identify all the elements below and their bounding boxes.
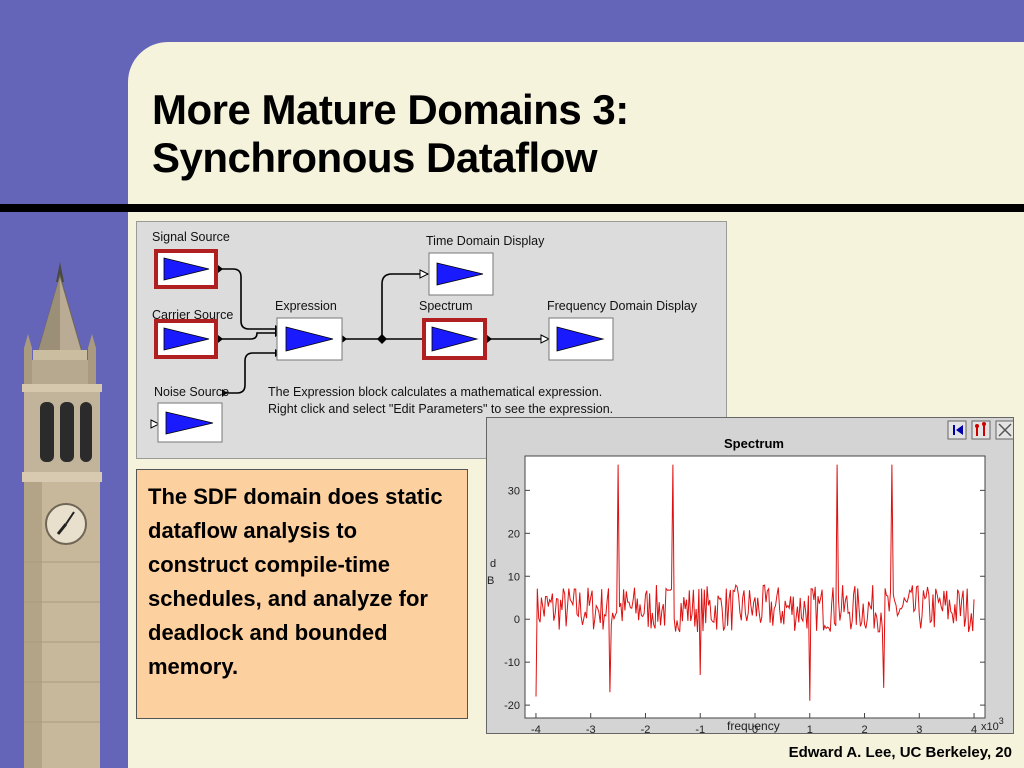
fill-plot-button[interactable] — [971, 420, 991, 440]
spectrum-actor[interactable] — [422, 318, 487, 360]
x-tick-label: 3 — [916, 724, 922, 733]
explanation-box: The SDF domain does static dataflow anal… — [136, 469, 468, 719]
title-line-1: More Mature Domains 3: — [152, 86, 629, 133]
y-axis-label-d: d — [490, 558, 496, 570]
time-domain-display-actor[interactable] — [428, 252, 494, 296]
time-domain-display-label: Time Domain Display — [426, 234, 545, 248]
zoom-fit-button[interactable] — [995, 420, 1013, 440]
page-title: More Mature Domains 3: Synchronous Dataf… — [152, 86, 629, 182]
footer-credit: Edward A. Lee, UC Berkeley, 20 — [788, 744, 1012, 761]
noise-source-label: Noise Source — [154, 385, 229, 399]
x-axis-label: frequency — [727, 719, 780, 733]
frequency-domain-display-actor[interactable] — [548, 317, 614, 361]
signal-source-label: Signal Source — [152, 230, 230, 244]
x-tick-label: 1 — [807, 724, 813, 733]
carrier-source-label: Carrier Source — [152, 308, 233, 322]
x-tick-label: 0 — [752, 724, 758, 733]
plot-area — [524, 455, 986, 719]
spectrum-series-line — [535, 464, 975, 701]
x-tick-label: -1 — [695, 724, 705, 733]
sather-tower-illustration — [22, 262, 102, 768]
title-rule — [0, 204, 1024, 212]
expression-actor[interactable] — [276, 317, 343, 361]
x-tick-label: 4 — [971, 724, 977, 733]
frequency-domain-display-label: Frequency Domain Display — [547, 299, 698, 313]
x-tick-label: -4 — [531, 724, 541, 733]
noise-source-actor[interactable] — [157, 402, 223, 443]
diagram-note-line-2: Right click and select "Edit Parameters"… — [268, 402, 613, 416]
y-axis-label-b: B — [487, 575, 494, 587]
y-tick-label: 10 — [508, 571, 520, 583]
plot-toolbar — [947, 420, 1013, 440]
chart-title: Spectrum — [724, 436, 784, 451]
reset-axes-button[interactable] — [947, 420, 967, 440]
x-tick-label: -2 — [641, 724, 651, 733]
y-tick-label: -10 — [504, 657, 520, 669]
explanation-text: The SDF domain does static dataflow anal… — [148, 484, 443, 679]
diagram-note-line-1: The Expression block calculates a mathem… — [268, 385, 602, 399]
y-tick-label: 20 — [508, 528, 520, 540]
spectrum-label: Spectrum — [419, 299, 473, 313]
title-line-2: Synchronous Dataflow — [152, 134, 598, 181]
x-tick-label: 2 — [861, 724, 867, 733]
y-tick-label: 0 — [514, 614, 520, 626]
x-scale-label: x103 — [981, 716, 1004, 733]
signal-source-actor[interactable] — [154, 249, 218, 289]
y-tick-label: -20 — [504, 700, 520, 712]
y-tick-label: 30 — [508, 485, 520, 497]
expression-label: Expression — [275, 299, 337, 313]
x-tick-label: -3 — [586, 724, 596, 733]
carrier-source-actor[interactable] — [154, 319, 218, 359]
